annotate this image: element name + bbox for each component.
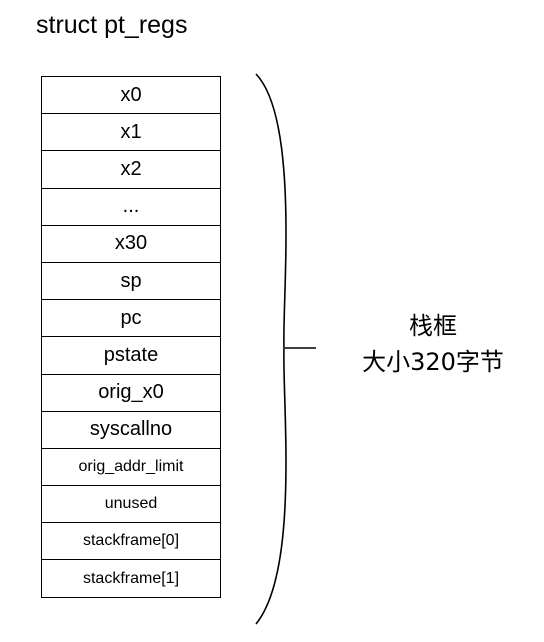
register-row-x2: x2 (41, 151, 221, 189)
register-row-orig-x0: orig_x0 (41, 374, 221, 412)
register-row-stackframe-1: stackframe[1] (41, 560, 221, 598)
register-row-sp: sp (41, 262, 221, 301)
register-row-stackframe-0: stackframe[0] (41, 523, 221, 561)
register-row-orig-addr-limit: orig_addr_limit (41, 448, 221, 487)
register-row-x1: x1 (41, 114, 221, 152)
pt-regs-stack: x0 x1 x2 ... x30 sp pc pstate orig_x0 sy… (41, 76, 221, 598)
diagram-title: struct pt_regs (36, 11, 188, 39)
annotation-line-1: 栈框 (409, 312, 457, 340)
register-row-syscallno: syscallno (41, 411, 221, 449)
register-row-pstate: pstate (41, 337, 221, 375)
register-row-x0: x0 (41, 77, 221, 115)
register-row-pc: pc (41, 300, 221, 338)
frame-size-annotation: 栈框 大小320字节 (338, 308, 528, 380)
register-row-ellipsis: ... (41, 188, 221, 226)
register-row-unused: unused (41, 486, 221, 524)
register-row-x30: x30 (41, 225, 221, 263)
annotation-line-2: 大小320字节 (362, 348, 504, 376)
